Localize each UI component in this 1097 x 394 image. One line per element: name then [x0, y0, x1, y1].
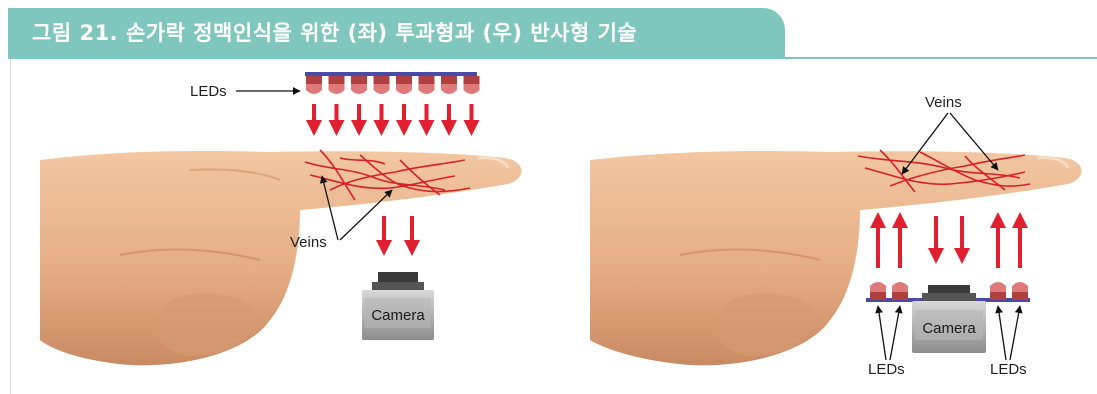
led-emitter	[306, 76, 322, 94]
right-leds-left-pointer-b	[890, 306, 900, 360]
led-emitter	[1012, 282, 1028, 300]
right-leds-left-pointer-a	[878, 306, 886, 360]
left-top-light-arrows	[314, 104, 472, 128]
led-emitter	[990, 282, 1006, 300]
led-emitter	[464, 76, 480, 94]
right-camera	[912, 285, 986, 353]
left-veins-label: Veins	[290, 234, 327, 251]
led-emitter	[441, 76, 457, 94]
led-emitter	[351, 76, 367, 94]
right-leds-left-label: LEDs	[868, 361, 905, 378]
led-emitter	[396, 76, 412, 94]
right-light-arrows	[878, 216, 1020, 268]
led-emitter	[892, 282, 908, 300]
left-camera	[362, 272, 434, 340]
right-leds-right-pointer-a	[998, 306, 1006, 360]
right-hand-illustration	[590, 151, 1082, 365]
left-bottom-light-arrows	[384, 216, 412, 248]
left-hand-illustration	[40, 151, 522, 365]
led-emitter	[870, 282, 886, 300]
right-panel-reflection: Camera Veins LEDs LEDs	[590, 94, 1082, 378]
left-led-array	[305, 72, 480, 94]
led-emitter	[374, 76, 390, 94]
right-veins-label: Veins	[925, 94, 962, 111]
right-leds-right-pointer-b	[1010, 306, 1020, 360]
led-emitter	[419, 76, 435, 94]
left-leds-label: LEDs	[190, 83, 227, 100]
right-leds-right-label: LEDs	[990, 361, 1027, 378]
right-camera-label: Camera	[922, 320, 976, 337]
left-camera-label: Camera	[371, 307, 425, 324]
led-emitter	[329, 76, 345, 94]
left-panel-transmission: Camera LEDs Veins	[40, 72, 522, 365]
